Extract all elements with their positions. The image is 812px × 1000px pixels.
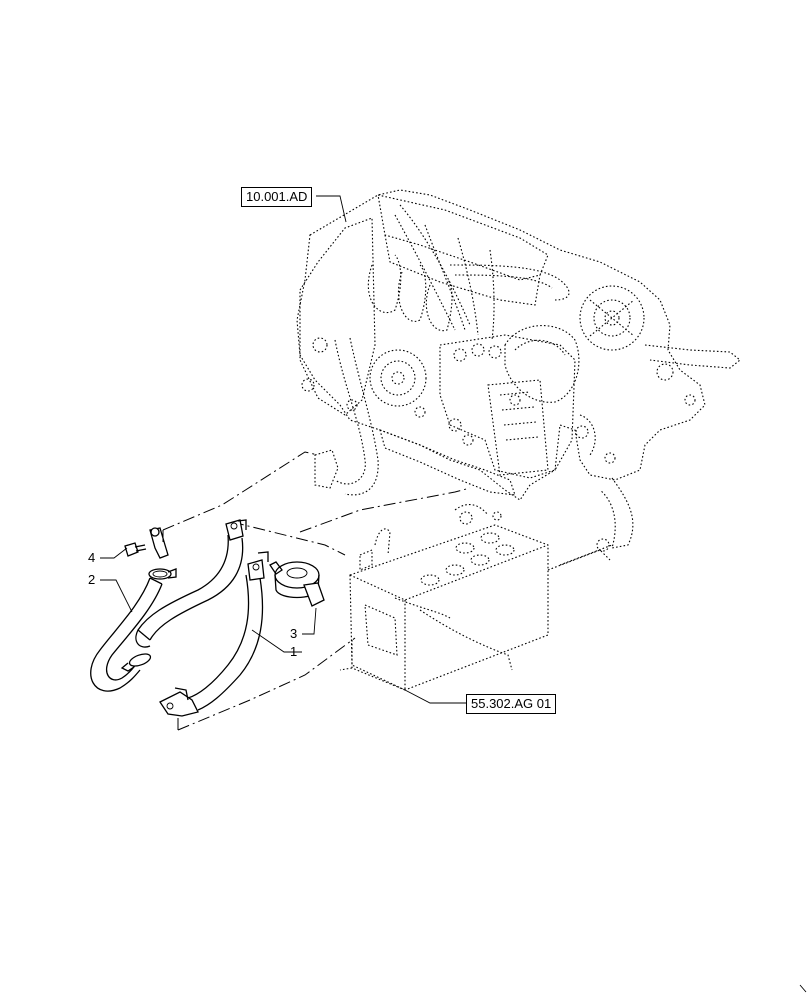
corner-mark [799, 984, 807, 993]
reference-battery[interactable]: 55.302.AG 01 [466, 694, 557, 714]
part-1-cable-short [159, 551, 269, 717]
part-3-switch [269, 561, 325, 607]
callout-1: 1 [290, 644, 298, 659]
callout-3: 3 [290, 626, 298, 641]
engine-assembly [296, 189, 741, 549]
part-4-screw-fitting [124, 527, 169, 559]
part-2-hose [90, 568, 177, 692]
callout-2: 2 [88, 572, 96, 587]
battery-assembly [339, 504, 613, 691]
part-1-cable-long [135, 519, 247, 648]
callout-4: 4 [88, 550, 96, 565]
leader-lines [100, 195, 466, 704]
assembly-centerlines [162, 451, 471, 731]
reference-engine[interactable]: 10.001.AD [241, 187, 313, 207]
